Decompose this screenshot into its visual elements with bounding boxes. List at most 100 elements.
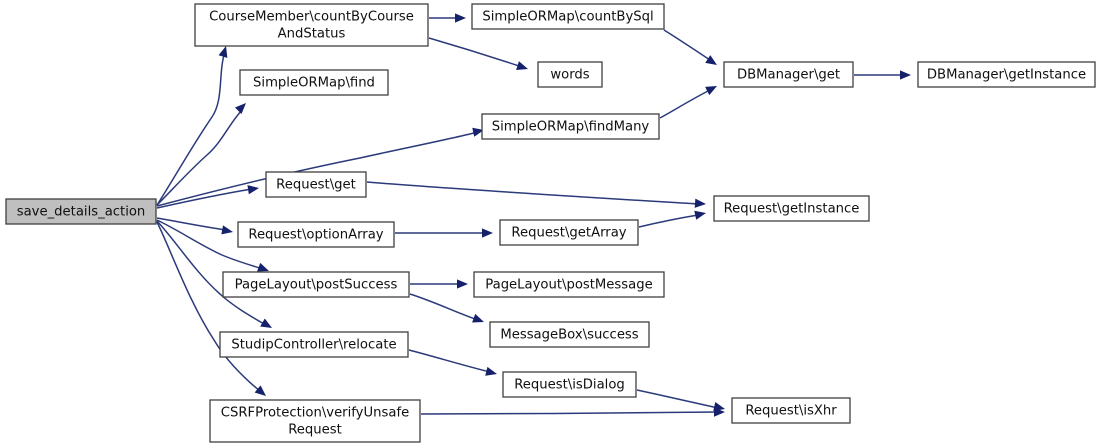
- edge-save_details_action-to-simpleormap_findmany: [156, 127, 484, 207]
- arrowhead-icon: [485, 366, 497, 376]
- node-box[interactable]: [499, 219, 639, 246]
- edge-line: [156, 109, 243, 206]
- arrowhead-icon: [457, 279, 468, 289]
- graph-node-request_get[interactable]: Request\get: [265, 171, 367, 198]
- node-label: save_details_action: [17, 205, 146, 220]
- edge-line: [663, 29, 711, 61]
- arrowhead-icon: [705, 86, 717, 96]
- arrowhead-icon: [254, 385, 266, 396]
- node-label: Request\getArray: [511, 226, 626, 241]
- arrowhead-icon: [705, 55, 717, 65]
- graph-node-pagelayout_postsuccess[interactable]: PageLayout\postSuccess: [222, 271, 410, 298]
- graph-node-simpleormap_countbysql[interactable]: SimpleORMap\countBySql: [471, 3, 665, 30]
- node-box[interactable]: [237, 221, 395, 248]
- graph-node-messagebox_success[interactable]: MessageBox\success: [489, 321, 650, 348]
- node-box[interactable]: [537, 61, 603, 88]
- graph-node-studipcontroller_relocate[interactable]: StudipController\relocate: [219, 331, 409, 358]
- node-label: StudipController\relocate: [231, 338, 396, 353]
- graph-node-dbmanager_get[interactable]: DBManager\get: [723, 61, 854, 88]
- node-box[interactable]: [723, 61, 854, 88]
- arrowhead-icon: [694, 198, 706, 208]
- node-box[interactable]: [481, 113, 660, 140]
- node-box[interactable]: [239, 69, 389, 96]
- arrowhead-icon: [247, 185, 259, 195]
- arrowhead-icon: [472, 313, 484, 323]
- node-box[interactable]: [219, 331, 409, 358]
- edge-dbmanager_get-to-dbmanager_getinstance: [854, 70, 911, 80]
- edge-line: [659, 89, 711, 119]
- edge-csrfprotection_verifyunsaferequest-to-request_isxhr: [420, 407, 725, 417]
- node-box[interactable]: [713, 195, 870, 222]
- node-label: Request\getInstance: [724, 202, 860, 217]
- edge-line: [156, 131, 479, 207]
- node-box[interactable]: [471, 3, 665, 30]
- edge-request_optionarray-to-request_getarray: [395, 228, 493, 238]
- arrowhead-icon: [472, 127, 484, 137]
- node-box[interactable]: [502, 371, 637, 398]
- node-box[interactable]: [489, 321, 650, 348]
- node-label: SimpleORMap\countBySql: [482, 10, 653, 25]
- node-box-current[interactable]: [5, 198, 157, 225]
- edge-line: [638, 214, 699, 228]
- edge-line: [156, 188, 253, 209]
- graph-node-request_getarray[interactable]: Request\getArray: [499, 219, 639, 246]
- edge-save_details_action-to-coursemember_countbycourseandstatus: [156, 46, 228, 206]
- node-box[interactable]: [917, 61, 1096, 88]
- node-label: PageLayout\postMessage: [485, 278, 652, 293]
- graph-node-request_isdialog[interactable]: Request\isDialog: [502, 371, 637, 398]
- edge-pagelayout_postsuccess-to-messagebox_success: [409, 293, 484, 323]
- node-label: Request\get: [276, 178, 356, 193]
- edge-save_details_action-to-simpleormap_find: [156, 103, 246, 206]
- arrowhead-icon: [221, 225, 233, 235]
- node-box[interactable]: [731, 397, 851, 424]
- edge-line: [156, 217, 227, 231]
- node-box[interactable]: [209, 399, 421, 443]
- node-label: words: [550, 68, 589, 83]
- graph-node-request_getinstance[interactable]: Request\getInstance: [713, 195, 870, 222]
- arrowhead-icon: [455, 13, 466, 23]
- arrowhead-icon: [218, 46, 228, 58]
- edge-save_details_action-to-request_optionarray: [156, 217, 233, 235]
- arrowhead-icon: [260, 318, 272, 328]
- arrowhead-icon: [257, 262, 269, 272]
- graph-node-request_optionarray[interactable]: Request\optionArray: [237, 221, 395, 248]
- graph-node-simpleormap_findmany[interactable]: SimpleORMap\findMany: [481, 113, 660, 140]
- edge-save_details_action-to-request_get: [156, 185, 259, 209]
- edge-line: [156, 51, 226, 206]
- arrowhead-icon: [713, 407, 725, 417]
- node-box[interactable]: [194, 3, 429, 47]
- node-label: Request\optionArray: [248, 228, 383, 243]
- edge-save_details_action-to-csrfprotection_verifyunsaferequest: [156, 221, 266, 396]
- graph-node-simpleormap_find[interactable]: SimpleORMap\find: [239, 69, 389, 96]
- edge-line: [156, 219, 264, 270]
- graph-node-words[interactable]: words: [537, 61, 603, 88]
- graph-node-save_details_action[interactable]: save_details_action: [5, 198, 157, 225]
- edge-coursemember_countbycourseandstatus-to-words: [428, 37, 528, 70]
- graph-node-request_isxhr[interactable]: Request\isXhr: [731, 397, 851, 424]
- edge-request_isdialog-to-request_isxhr: [636, 389, 725, 412]
- edge-simpleormap_findmany-to-dbmanager_get: [659, 86, 717, 119]
- arrowhead-icon: [234, 103, 246, 115]
- edge-line: [156, 220, 267, 326]
- graph-node-dbmanager_getinstance[interactable]: DBManager\getInstance: [917, 61, 1096, 88]
- node-label: DBManager\getInstance: [927, 68, 1086, 83]
- node-box[interactable]: [473, 271, 665, 298]
- edge-request_get-to-request_getinstance: [366, 181, 706, 208]
- arrowhead-icon: [516, 61, 528, 70]
- node-box[interactable]: [222, 271, 410, 298]
- graph-node-pagelayout_postmessage[interactable]: PageLayout\postMessage: [473, 271, 665, 298]
- nodes-layer: save_details_action CourseMember\countByC…: [5, 3, 1096, 443]
- node-label: MessageBox\success: [500, 328, 638, 343]
- node-label: DBManager\get: [737, 68, 840, 83]
- node-label: SimpleORMap\findMany: [492, 120, 650, 135]
- node-label: Request\isXhr: [745, 404, 837, 419]
- node-label: Request\isDialog: [514, 378, 625, 393]
- arrowhead-icon: [694, 210, 706, 220]
- edge-line: [428, 37, 523, 68]
- node-box[interactable]: [265, 171, 367, 198]
- edge-line: [366, 181, 699, 205]
